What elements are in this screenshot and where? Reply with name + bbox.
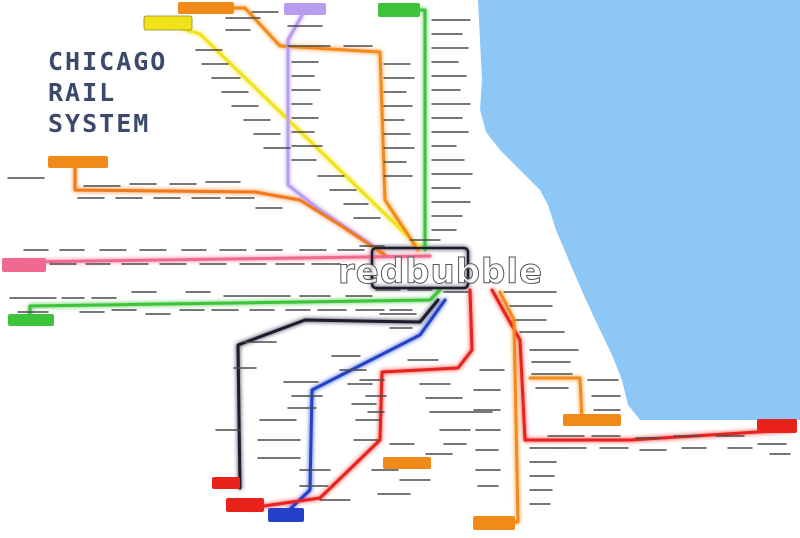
- watermark: redbubble: [337, 252, 544, 293]
- map-title-line-1: CHICAGO: [48, 47, 168, 76]
- brown-line-west[interactable]: [73, 164, 387, 257]
- station-labels: [7, 11, 791, 505]
- purple-line[interactable]: [286, 8, 374, 247]
- terminal-marker-red-east[interactable]: [757, 419, 797, 433]
- blue-line[interactable]: [285, 298, 447, 514]
- terminal-markers: [2, 2, 797, 530]
- terminal-marker-red-south[interactable]: [226, 498, 264, 512]
- terminal-marker-orange-south-1[interactable]: [383, 457, 431, 469]
- black-line[interactable]: [236, 298, 440, 490]
- green-line-north[interactable]: [396, 8, 427, 252]
- terminal-marker-orange-top[interactable]: [178, 2, 234, 14]
- terminal-marker-orange-south-2[interactable]: [473, 516, 515, 530]
- green-line-west[interactable]: [28, 288, 442, 320]
- red-line-south[interactable]: [248, 288, 474, 510]
- terminal-marker-purple[interactable]: [284, 3, 326, 15]
- terminal-marker-yellow[interactable]: [143, 15, 193, 31]
- terminal-marker-brown-west[interactable]: [48, 156, 108, 168]
- terminal-marker-blue-south[interactable]: [268, 508, 304, 522]
- terminal-marker-orange-east[interactable]: [563, 414, 621, 426]
- pink-line[interactable]: [18, 254, 432, 264]
- orange-line-east-branch[interactable]: [528, 376, 584, 422]
- orange-line-north[interactable]: [206, 6, 420, 252]
- terminal-marker-pink[interactable]: [2, 258, 46, 272]
- map-title-line-3: SYSTEM: [48, 109, 151, 138]
- terminal-marker-black-south[interactable]: [212, 477, 240, 489]
- map-title: CHICAGO RAIL SYSTEM: [48, 46, 167, 139]
- orange-line-south[interactable]: [493, 290, 520, 524]
- terminal-marker-green-north[interactable]: [378, 3, 420, 17]
- downtown-loop[interactable]: [370, 246, 470, 290]
- lake-michigan: [478, 0, 800, 420]
- map-title-line-2: RAIL: [48, 78, 117, 107]
- terminal-marker-green-west[interactable]: [8, 314, 54, 326]
